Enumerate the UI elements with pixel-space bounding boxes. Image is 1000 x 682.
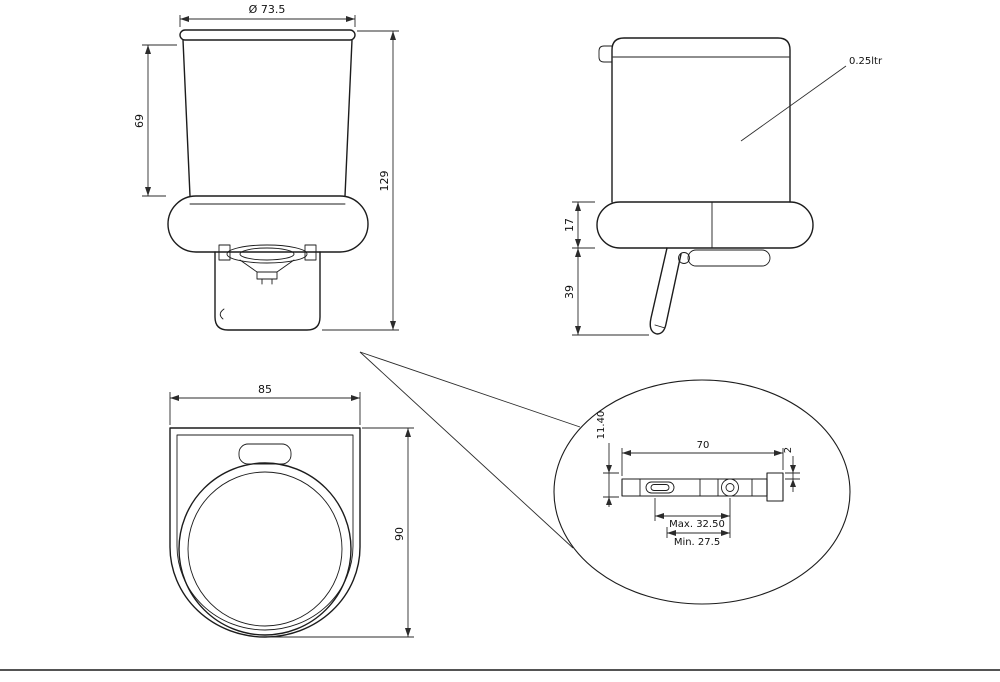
detail-hole-inner [725,483,735,492]
front-hook-detail [219,308,225,320]
dim-plate-thickness-label: 2 [783,447,794,453]
dim-total-height-label: 129 [378,171,391,192]
detail-slot [645,481,675,494]
dim-max-spacing-label: Max. 32.50 [669,519,725,530]
top-tab [238,443,292,465]
front-dimensions [142,15,399,331]
detail-hole [721,478,739,497]
side-holder-band [596,201,814,249]
front-screw-right [304,244,317,261]
top-view [169,427,361,638]
detail-plate [621,472,784,502]
dim-min-spacing-label: Min. 27.5 [674,537,720,548]
dim-glass-height-label: 69 [133,114,146,128]
dim-diameter-label: Ø 73.5 [249,3,286,16]
front-pump-tip [261,278,273,285]
front-glass-body [182,39,353,197]
detail-ellipse [553,379,851,605]
side-pump-lever [649,247,682,335]
side-pump-spout [654,324,666,329]
detail-plate-body [621,478,768,497]
capacity-annotation: 0.25ltr [849,56,883,67]
top-glass-inner [187,471,343,627]
side-container [611,37,791,203]
front-view [167,29,369,331]
dim-hole-spacing-label: 70 [697,440,710,451]
top-dimensions [169,392,414,638]
side-pump-body [687,249,771,267]
dim-pump-height-label: 39 [563,285,576,299]
top-outline-outer [169,427,361,638]
detail-slot-inner [650,484,670,491]
dim-collar-height-label: 17 [563,218,576,232]
front-pump-flange-inner [239,247,295,261]
top-glass-outer [178,462,352,636]
side-view [596,37,814,335]
front-glass-rim [179,29,356,41]
front-screw-left [218,244,231,261]
front-bracket [214,251,321,331]
front-pump-nozzle [256,271,278,280]
front-pump-flange [226,244,308,264]
side-dimensions [572,65,847,336]
detail-callout-leaders [359,351,581,549]
side-clip [598,45,613,63]
dim-depth-label: 90 [393,527,406,541]
dim-width-label: 85 [258,383,272,396]
side-pump-pivot [678,252,690,264]
dim-plate-offset-label: 11.40 [596,411,607,440]
detail-plate-step [766,472,784,502]
detail-dimensions [603,443,800,538]
front-holder-ring [167,195,369,253]
